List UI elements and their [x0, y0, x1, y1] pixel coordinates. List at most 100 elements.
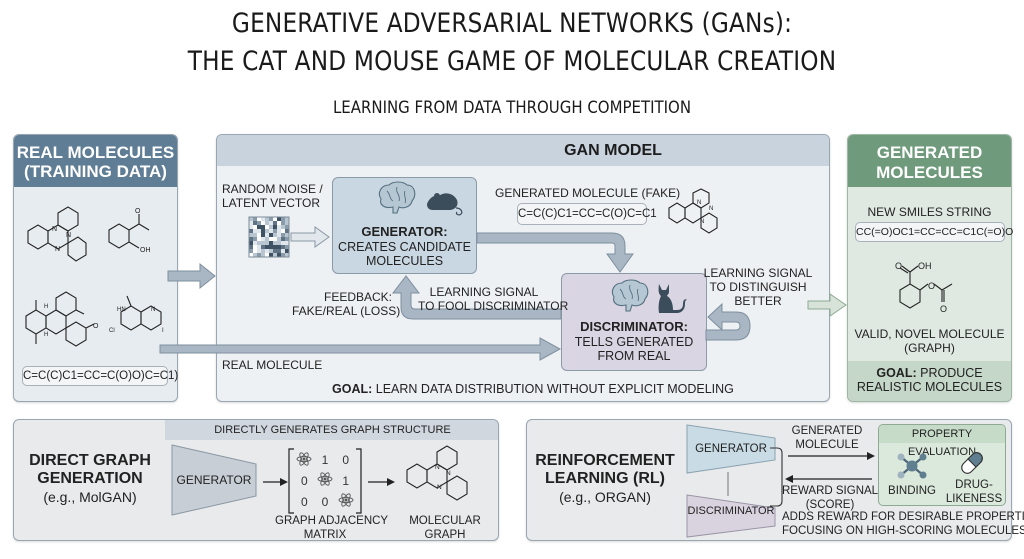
noise-pixel — [261, 217, 265, 221]
noise-pixel — [253, 249, 257, 253]
real-molecule-2-structure — [108, 214, 150, 249]
noise-pixel — [269, 229, 273, 233]
gan-model-title: GAN MODEL — [564, 142, 662, 159]
feedback-arrow — [391, 275, 562, 320]
noise-pixel — [281, 225, 285, 229]
rl-title-1: REINFORCEMENT — [535, 452, 675, 469]
noise-pixel — [281, 221, 285, 225]
noise-pixel — [269, 225, 273, 229]
feedback-label-2: FAKE/REAL (LOSS) — [292, 304, 401, 318]
learning-signal-fool: LEARNING SIGNAL TO FOOL DISCRIMINATOR — [418, 285, 568, 313]
noise-pixel — [253, 229, 257, 233]
direct-generator-label: GENERATOR — [176, 473, 252, 487]
rl-discriminator-label: DISCRIMINATOR — [687, 505, 775, 517]
generated-goal: GOAL: PRODUCE REALISTIC MOLECULES — [847, 366, 1012, 394]
direct-graph-title-1: DIRECT GRAPH — [29, 452, 151, 469]
molecular-graph-structure — [406, 445, 468, 501]
learning-signal-fool-1: LEARNING SIGNAL — [429, 285, 539, 299]
noise-pixel — [273, 233, 277, 237]
generator-desc-1: CREATES CANDIDATE — [338, 240, 471, 254]
rl-generated-label-1: GENERATED — [791, 425, 863, 437]
noise-pixel — [249, 221, 253, 225]
property-evaluation-header: PROPERTY EVALUATION — [879, 425, 1005, 458]
rl-reward-label-2: (SCORE) — [805, 499, 855, 511]
noise-pixel — [257, 229, 261, 233]
noise-pixel — [277, 225, 281, 229]
real-to-gan-arrow — [167, 262, 216, 290]
noise-pixel — [269, 249, 273, 253]
noise-pixel — [285, 241, 289, 245]
noise-pixel — [273, 217, 277, 221]
rl-note-1: ADDS REWARD FOR DESIRABLE PROPERTIES, — [782, 511, 1024, 523]
real-atom-hn: HN — [117, 307, 126, 313]
noise-pixel — [253, 225, 257, 229]
noise-pixel — [261, 237, 265, 241]
noise-pixel — [285, 217, 289, 221]
noise-pixel — [285, 233, 289, 237]
noise-pixel — [273, 249, 277, 253]
noise-pixel — [249, 217, 253, 221]
new-smiles-box: CC(=O)OC1=CC=CC=C1C(=O)O — [855, 222, 1013, 242]
generator-desc-2: MOLECULES — [365, 254, 444, 268]
real-molecule-3-structure — [25, 291, 95, 347]
learning-signal-distinguish-1: LEARNING SIGNAL — [703, 266, 813, 280]
matrix-cell: 0 — [342, 453, 349, 468]
real-atom-o: O — [135, 208, 141, 215]
noise-pixel — [261, 221, 265, 225]
rl-generated-label: GENERATED MOLECULE — [782, 424, 872, 452]
real-molecules-title-2: (TRAINING DATA) — [24, 162, 167, 181]
noise-pixel — [253, 237, 257, 241]
matrix-to-graph-arrow — [368, 478, 395, 486]
noise-pixel — [285, 221, 289, 225]
feedback-label: FEEDBACK: FAKE/REAL (LOSS) — [292, 290, 401, 318]
aspirin-atom-o2: O — [928, 281, 936, 291]
title-line-2: THE CAT AND MOUSE GAME OF MOLECULAR CREA… — [187, 46, 837, 77]
generated-molecules-panel: GENERATED MOLECULES — [847, 134, 1012, 402]
atom-icon — [315, 471, 336, 490]
noise-pixel — [249, 249, 253, 253]
noise-pixel — [281, 237, 285, 241]
noise-pixel — [253, 217, 257, 221]
noise-vector-image — [248, 216, 290, 258]
noise-pixel — [281, 249, 285, 253]
generated-molecules-header: GENERATED MOLECULES — [848, 135, 1011, 187]
noise-pixel — [281, 229, 285, 233]
generated-goal-text-1: PRODUCE — [916, 366, 983, 380]
rl-reward-label-1: REWARD SIGNAL — [782, 485, 879, 497]
generated-smiles-box: C=C(C)C1=CC=C(O)C=C1 — [517, 203, 657, 225]
noise-pixel — [253, 241, 257, 245]
matrix-label-1: GRAPH ADJACENCY — [275, 515, 389, 527]
matrix-cell: 1 — [321, 453, 329, 468]
noise-pixel — [265, 233, 269, 237]
noise-pixel — [257, 249, 261, 253]
noise-pixel — [249, 253, 253, 257]
noise-pixel — [261, 225, 265, 229]
real-atom-h1: H — [44, 304, 49, 310]
noise-pixel — [269, 241, 273, 245]
aspirin-structure — [899, 265, 953, 309]
noise-pixel — [281, 217, 285, 221]
noise-pixel — [277, 221, 281, 225]
drug-likeness-label: DRUG- LIKENESS — [944, 478, 1004, 506]
generated-goal-bold: GOAL: — [876, 366, 917, 380]
rl-bracket-connector — [770, 447, 783, 507]
real-atom-n1: N — [52, 226, 58, 233]
noise-pixel — [261, 245, 265, 249]
pill-icon — [961, 452, 983, 474]
drug-likeness-label-1: DRUG- — [955, 479, 993, 491]
atom-icon — [335, 492, 356, 511]
noise-pixel — [249, 229, 253, 233]
gan-model-panel: GAN MODEL — [216, 134, 830, 402]
noise-pixel — [261, 249, 265, 253]
rl-gen-disc-connector — [727, 472, 729, 496]
generator-title: GENERATOR: — [361, 224, 448, 239]
real-atom-n3: N — [55, 246, 61, 253]
gan-goal-bold: GOAL: — [332, 382, 373, 396]
matrix-brackets — [288, 448, 362, 514]
noise-pixel — [261, 233, 265, 237]
generated-molecule-label: GENERATED MOLECULE (FAKE) — [495, 186, 681, 200]
real-molecule-arrow — [159, 337, 562, 361]
rl-title-2: LEARNING (RL) — [545, 470, 665, 487]
learning-signal-distinguish-3: BETTER — [734, 294, 782, 308]
